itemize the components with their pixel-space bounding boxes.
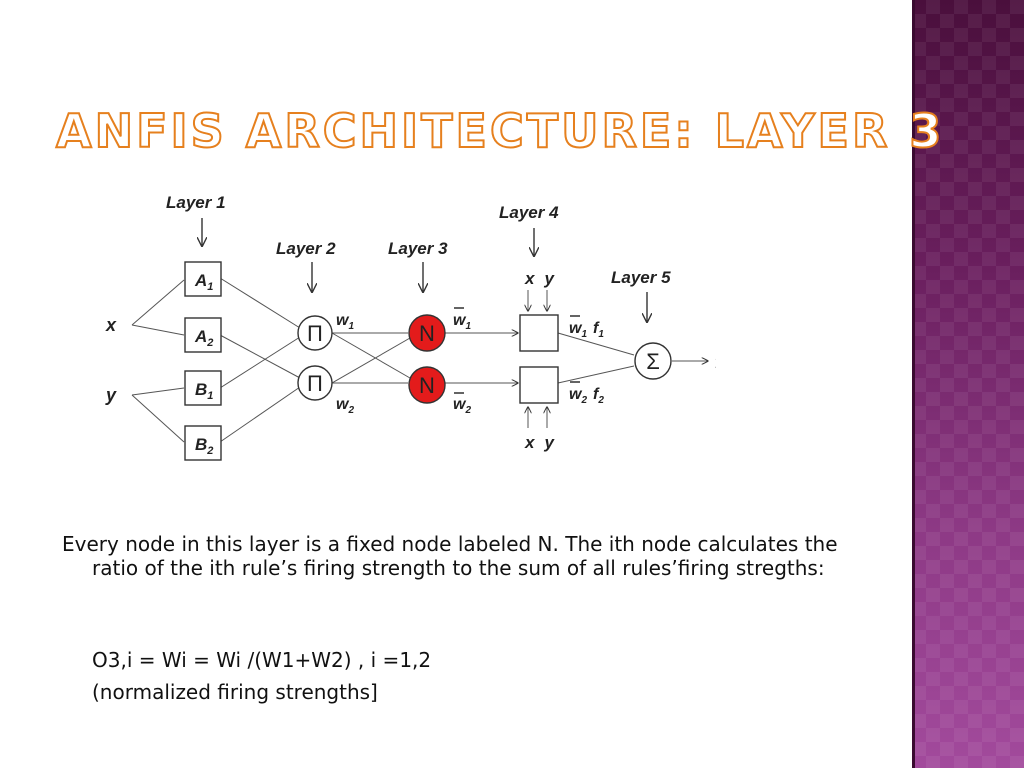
decorative-side-band (912, 0, 1024, 768)
input-edges (131, 279, 185, 443)
layer2-to-layer3-edges (331, 332, 411, 384)
layer4-input-arrows (528, 290, 547, 428)
normalize-node-2-label: N (419, 373, 435, 398)
node-b1-label: B1 (195, 380, 213, 402)
normalized-w1-label: w1 (453, 312, 471, 332)
input-x-label: x (105, 315, 117, 335)
consequent-node-2 (519, 366, 559, 404)
slide-body: Every node in this layer is a fixed node… (62, 532, 862, 580)
sum-node-symbol: Σ (646, 349, 660, 374)
node-a2-label: A2 (194, 327, 213, 349)
node-a1 (184, 261, 222, 297)
consequent-node-1 (519, 314, 559, 352)
side-band-edge (912, 0, 915, 768)
anfis-diagram: Layer 1 Layer 2 Layer 3 Layer 4 Layer 5 (105, 193, 716, 461)
layer1-to-layer2-edges (219, 277, 301, 443)
node-b2-label: B2 (195, 435, 213, 457)
slide-title: ANFIS Architecture: Layer 3 (55, 103, 945, 159)
layer4-to-layer5-edges (557, 332, 635, 384)
node-a2 (184, 317, 222, 353)
layer-2-label: Layer 2 (276, 239, 336, 258)
formula-text: O3,i = Wi = Wi /(W1+W2) , i =1,2 (92, 648, 432, 672)
node-b1 (184, 370, 222, 406)
normalize-node-1-label: N (419, 321, 435, 346)
product-node-1-symbol: Π (307, 321, 323, 346)
layer-5-label: Layer 5 (611, 268, 671, 287)
normalized-w2-label: w2 (453, 396, 471, 416)
product-node-1 (297, 315, 333, 351)
normalized-note: (normalized firing strengths] (92, 680, 378, 704)
normalize-node-1 (408, 314, 446, 352)
layer3-to-layer4-edges (445, 333, 518, 383)
node-a1-label: A1 (194, 271, 213, 293)
layer-1-label: Layer 1 (166, 193, 226, 212)
product-node-2 (297, 365, 333, 401)
layer-3-label: Layer 3 (388, 239, 448, 258)
layer-4-label: Layer 4 (499, 203, 559, 222)
weight-w2-label: w2 (336, 396, 354, 416)
description-paragraph: Every node in this layer is a fixed node… (62, 532, 838, 580)
final-output-label: f (715, 352, 716, 372)
input-y-label: y (105, 385, 117, 405)
weight-w1-label: w1 (336, 312, 354, 332)
product-node-2-symbol: Π (307, 371, 323, 396)
node-b2 (184, 425, 222, 461)
sum-node (634, 342, 672, 380)
normalize-node-2 (408, 366, 446, 404)
